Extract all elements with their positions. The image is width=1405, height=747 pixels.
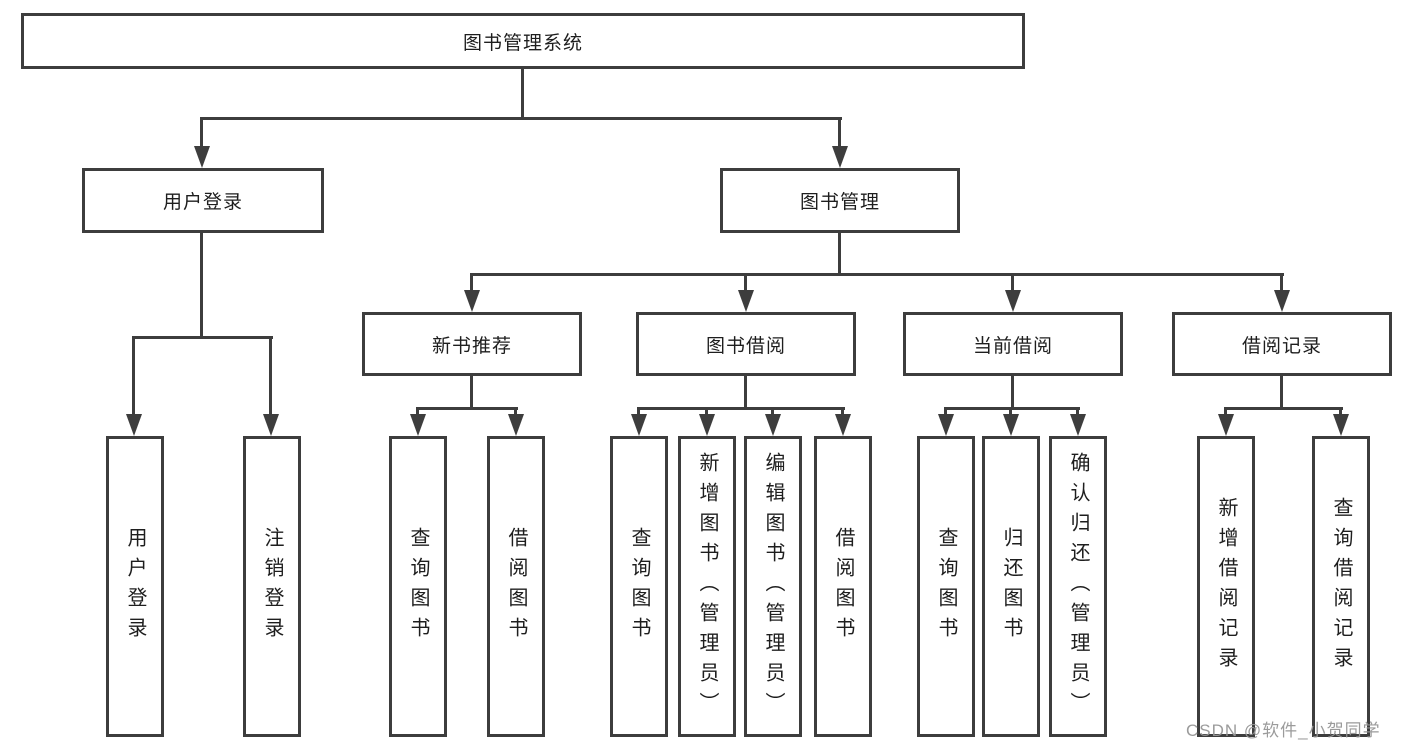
leaf-query-books-1-label: 查询图书 bbox=[407, 526, 429, 647]
connector-borrow-records-drop-1 bbox=[1224, 407, 1227, 414]
leaf-add-borrow-record: 新增借阅记录 bbox=[1197, 436, 1255, 737]
leaf-query-books-1: 查询图书 bbox=[389, 436, 447, 737]
connector-book-management-stem bbox=[838, 233, 841, 273]
leaf-query-borrow-record-label: 查询借阅记录 bbox=[1330, 496, 1352, 677]
arrow-to-new-book-recommend bbox=[464, 290, 480, 312]
connector-current-borrow-bar bbox=[944, 407, 1080, 410]
leaf-edit-books-admin-label: 编辑图书（管理员） bbox=[762, 451, 784, 722]
leaf-borrow-books-1: 借阅图书 bbox=[487, 436, 545, 737]
leaf-confirm-return-admin: 确认归还（管理员） bbox=[1049, 436, 1107, 737]
connector-book-borrow-drop-2 bbox=[705, 407, 708, 414]
connector-current-borrow-drop-3 bbox=[1076, 407, 1079, 414]
leaf-user-login-label: 用户登录 bbox=[124, 526, 146, 647]
leaf-add-books-admin: 新增图书（管理员） bbox=[678, 436, 736, 737]
node-book-management: 图书管理 bbox=[720, 168, 960, 233]
connector-user-login-stem bbox=[200, 233, 203, 336]
connector-user-login-bar bbox=[132, 336, 273, 339]
node-new-book-recommend: 新书推荐 bbox=[362, 312, 582, 376]
arrow-to-book-borrow bbox=[738, 290, 754, 312]
connector-root-stem bbox=[521, 69, 524, 117]
connector-l3-drop-4 bbox=[1280, 273, 1283, 291]
leaf-query-books-3-label: 查询图书 bbox=[935, 526, 957, 647]
arrow-to-current-borrow bbox=[1005, 290, 1021, 312]
arrow-to-leaf-query-books-1 bbox=[410, 414, 426, 436]
node-user-login: 用户登录 bbox=[82, 168, 324, 233]
leaf-borrow-books-2: 借阅图书 bbox=[814, 436, 872, 737]
leaf-user-login: 用户登录 bbox=[106, 436, 164, 737]
leaf-borrow-books-2-label: 借阅图书 bbox=[832, 526, 854, 647]
arrow-to-leaf-add-borrow-record bbox=[1218, 414, 1234, 436]
node-user-login-label: 用户登录 bbox=[162, 192, 243, 213]
node-borrow-records-label: 借阅记录 bbox=[1241, 335, 1322, 357]
connector-root-bar bbox=[200, 117, 842, 120]
connector-borrow-records-bar bbox=[1224, 407, 1343, 410]
node-new-book-recommend-label: 新书推荐 bbox=[431, 335, 512, 357]
leaf-add-books-admin-label: 新增图书（管理员） bbox=[696, 451, 718, 722]
leaf-confirm-return-admin-label: 确认归还（管理员） bbox=[1067, 451, 1089, 722]
leaf-query-books-2-label: 查询图书 bbox=[628, 526, 650, 647]
arrow-to-leaf-return-books bbox=[1003, 414, 1019, 436]
arrow-to-leaf-confirm-return bbox=[1070, 414, 1086, 436]
arrow-to-leaf-edit-books bbox=[765, 414, 781, 436]
connector-new-book-drop-1 bbox=[416, 407, 419, 414]
connector-borrow-records-drop-2 bbox=[1339, 407, 1342, 414]
leaf-edit-books-admin: 编辑图书（管理员） bbox=[744, 436, 802, 737]
arrow-to-leaf-borrow-books-2 bbox=[835, 414, 851, 436]
arrow-to-leaf-query-books-2 bbox=[631, 414, 647, 436]
arrow-to-leaf-query-books-3 bbox=[938, 414, 954, 436]
leaf-return-books: 归还图书 bbox=[982, 436, 1040, 737]
connector-l3-drop-3 bbox=[1011, 273, 1014, 291]
connector-book-borrow-drop-4 bbox=[841, 407, 844, 414]
connector-new-book-stem bbox=[470, 376, 473, 407]
arrow-to-book-management bbox=[832, 146, 848, 168]
node-borrow-records: 借阅记录 bbox=[1172, 312, 1392, 376]
leaf-return-books-label: 归还图书 bbox=[1000, 526, 1022, 647]
connector-root-right-drop bbox=[838, 117, 841, 147]
connector-book-borrow-stem bbox=[744, 376, 747, 407]
connector-book-borrow-drop-3 bbox=[771, 407, 774, 414]
arrow-to-borrow-records bbox=[1274, 290, 1290, 312]
arrow-to-leaf-query-borrow-record bbox=[1333, 414, 1349, 436]
leaf-logout-label: 注销登录 bbox=[261, 526, 283, 647]
connector-book-borrow-drop-1 bbox=[637, 407, 640, 414]
connector-l3-drop-1 bbox=[470, 273, 473, 291]
connector-borrow-records-stem bbox=[1280, 376, 1283, 407]
node-root: 图书管理系统 bbox=[21, 13, 1025, 69]
leaf-logout: 注销登录 bbox=[243, 436, 301, 737]
leaf-add-borrow-record-label: 新增借阅记录 bbox=[1215, 496, 1237, 677]
connector-user-login-drop-2 bbox=[269, 336, 272, 414]
connector-root-left-drop bbox=[200, 117, 203, 147]
connector-book-borrow-bar bbox=[637, 407, 845, 410]
arrow-to-leaf-borrow-books-1 bbox=[508, 414, 524, 436]
leaf-query-books-3: 查询图书 bbox=[917, 436, 975, 737]
node-book-management-label: 图书管理 bbox=[799, 192, 880, 213]
arrow-to-user-login bbox=[194, 146, 210, 168]
connector-user-login-drop-1 bbox=[132, 336, 135, 414]
connector-book-management-bar bbox=[470, 273, 1284, 276]
arrow-to-leaf-logout bbox=[263, 414, 279, 436]
connector-current-borrow-drop-2 bbox=[1009, 407, 1012, 414]
node-current-borrow: 当前借阅 bbox=[903, 312, 1123, 376]
leaf-query-books-2: 查询图书 bbox=[610, 436, 668, 737]
connector-new-book-bar bbox=[416, 407, 518, 410]
arrow-to-leaf-add-books bbox=[699, 414, 715, 436]
connector-current-borrow-stem bbox=[1011, 376, 1014, 407]
connector-l3-drop-2 bbox=[744, 273, 747, 291]
node-book-borrow-label: 图书借阅 bbox=[705, 335, 786, 357]
node-book-borrow: 图书借阅 bbox=[636, 312, 856, 376]
node-current-borrow-label: 当前借阅 bbox=[972, 335, 1053, 357]
leaf-borrow-books-1-label: 借阅图书 bbox=[505, 526, 527, 647]
arrow-to-leaf-user-login bbox=[126, 414, 142, 436]
leaf-query-borrow-record: 查询借阅记录 bbox=[1312, 436, 1370, 737]
watermark: CSDN @软件_小贺同学 bbox=[1186, 721, 1381, 740]
connector-current-borrow-drop-1 bbox=[944, 407, 947, 414]
connector-new-book-drop-2 bbox=[514, 407, 517, 414]
node-root-label: 图书管理系统 bbox=[462, 32, 583, 54]
